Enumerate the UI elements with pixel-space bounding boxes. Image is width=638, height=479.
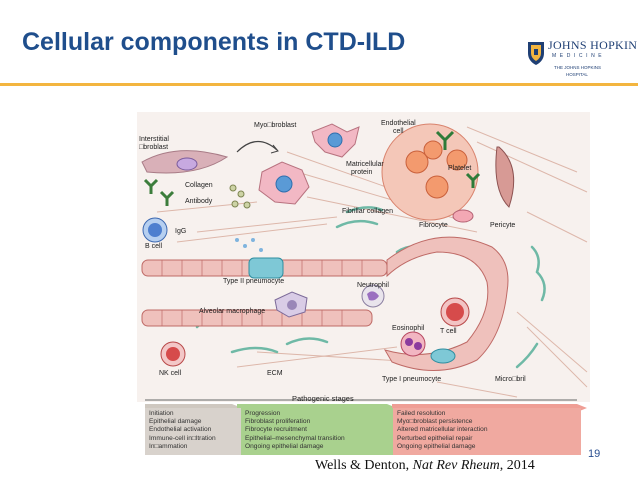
label-type2-pneumocyte: Type II pneumocyte xyxy=(223,278,285,285)
citation-journal: Nat Rev Rheum xyxy=(412,458,500,473)
label-fibrillar-collagen: Fibrillar collagen xyxy=(342,208,393,215)
label-interstitial-fibroblast-1: Interstitial xyxy=(139,136,169,143)
stage-item: Endothelial activation xyxy=(149,426,212,434)
label-endothelial-1: Endothelial xyxy=(381,120,416,127)
stage-item: Perturbed epithelial repair xyxy=(397,434,473,442)
label-collagen: Collagen xyxy=(185,182,213,189)
label-alveolar-macrophage: Alveolar macrophage xyxy=(199,308,266,315)
diagram-illustration xyxy=(137,112,590,412)
stage-item: Myo□broblast persistence xyxy=(397,418,473,426)
ctd-ild-diagram: Interstitial □broblast Myo□broblast Endo… xyxy=(137,112,590,457)
label-type1-pneumocyte: Type I pneumocyte xyxy=(382,376,442,383)
label-matricellular-2: protein xyxy=(351,169,373,176)
logo-hospital-line1: THE JOHNS HOPKINS xyxy=(554,65,602,70)
logo-medicine: MEDICINE xyxy=(552,53,606,59)
label-endothelial-2: cell xyxy=(393,128,404,135)
logo-name: JOHNS HOPKINS xyxy=(548,38,638,52)
stage-item: Fibroblast proliferation xyxy=(245,418,311,426)
stage-item: Progression xyxy=(245,410,281,417)
stage-initiation-box: Initiation Epithelial damage Endothelial… xyxy=(145,408,241,455)
stage-item: Fibrocyte recruitment xyxy=(245,426,307,434)
shield-crest-icon xyxy=(528,42,544,65)
stage-item: In□ammation xyxy=(149,442,188,450)
label-platelet: Platelet xyxy=(448,165,472,172)
stage-progression-box: Progression Fibroblast proliferation Fib… xyxy=(241,408,393,455)
stage-item: Ongoing epithelial damage xyxy=(245,442,324,450)
stage-item: Ongoing epithelial damage xyxy=(397,442,476,450)
stage-item: Immune-cell in□ltration xyxy=(149,434,216,442)
label-igg: IgG xyxy=(175,228,187,235)
label-fibrocyte: Fibrocyte xyxy=(419,222,448,229)
label-pericyte: Pericyte xyxy=(490,222,516,229)
stage-item: Epithelial–mesenchymal transition xyxy=(245,434,345,442)
pathogenic-stages-heading: Pathogenic stages xyxy=(292,394,354,403)
label-b-cell: B cell xyxy=(145,243,163,250)
citation-authors: Wells & Denton, xyxy=(315,458,413,473)
stage-item: Failed resolution xyxy=(397,410,446,417)
citation-year: , 2014 xyxy=(499,458,535,473)
label-nk-cell: NK cell xyxy=(159,370,182,377)
label-interstitial-fibroblast-2: □broblast xyxy=(139,144,169,151)
stage-item: Initiation xyxy=(149,410,174,417)
stage-item: Altered matricellular interaction xyxy=(397,426,488,434)
stage-item: Epithelial damage xyxy=(149,418,202,426)
label-ecm: ECM xyxy=(267,370,283,377)
logo-hospital-line2: HOSPITAL xyxy=(566,72,588,77)
slide-number: 19 xyxy=(588,448,601,460)
label-eosinophil: Eosinophil xyxy=(392,325,425,332)
label-microfibril: Micro□bril xyxy=(495,376,526,383)
johns-hopkins-logo: JOHNS HOPKINS MEDICINE THE JOHNS HOPKINS… xyxy=(526,38,638,84)
label-neutrophil: Neutrophil xyxy=(357,282,389,289)
label-myofibroblast: Myo□broblast xyxy=(254,122,297,129)
stage-failed-resolution-box: Failed resolution Myo□broblast persisten… xyxy=(393,408,581,455)
title-underline xyxy=(0,83,638,86)
label-antibody: Antibody xyxy=(185,198,213,205)
slide-title: Cellular components in CTD-ILD xyxy=(22,28,406,56)
citation: Wells & Denton, Nat Rev Rheum, 2014 xyxy=(315,458,535,474)
label-t-cell: T cell xyxy=(440,328,457,335)
label-matricellular-1: Matricellular xyxy=(346,161,384,168)
